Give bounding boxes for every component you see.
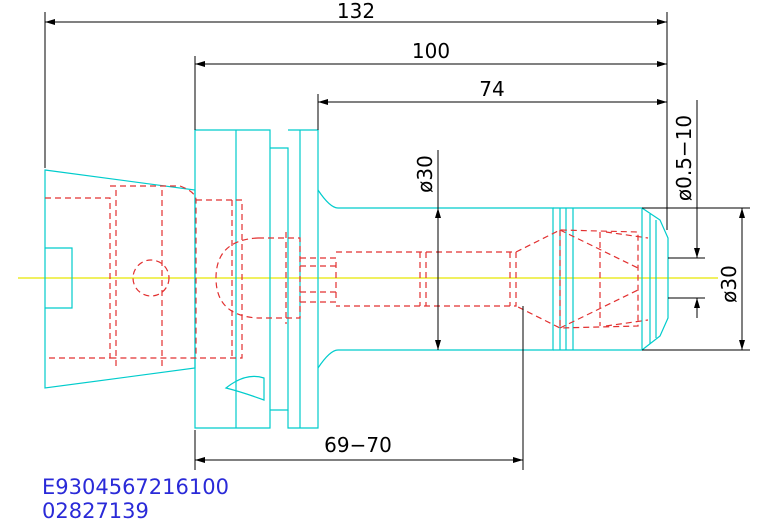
dim-label-body-diameter: ø30 — [413, 155, 437, 193]
dimension-body-diameter: ø30 — [413, 150, 441, 350]
dim-label-nose-diameter: ø30 — [717, 265, 741, 303]
holder-outline — [44, 129, 669, 429]
dimension-body-length: 74 — [317, 77, 667, 130]
part-number-primary: E9304567216100 — [42, 475, 229, 499]
dim-label-clamp-range: 69−70 — [324, 433, 392, 457]
dimension-collet-range: ø0.5−10 — [668, 100, 705, 318]
dim-label-collet-range: ø0.5−10 — [672, 115, 696, 201]
dim-label-flange-to-nose: 100 — [412, 39, 450, 63]
internal-hidden-lines — [45, 185, 649, 366]
dimension-flange-to-nose: 100 — [194, 39, 667, 130]
dimension-overall-length: 132 — [44, 0, 668, 230]
part-number-secondary: 02827139 — [42, 499, 149, 523]
dim-label-overall-length: 132 — [337, 0, 375, 23]
dim-label-body-length: 74 — [479, 77, 504, 101]
dimension-clamp-range: 69−70 — [194, 306, 524, 470]
dimension-nose-diameter: ø30 — [642, 207, 750, 351]
